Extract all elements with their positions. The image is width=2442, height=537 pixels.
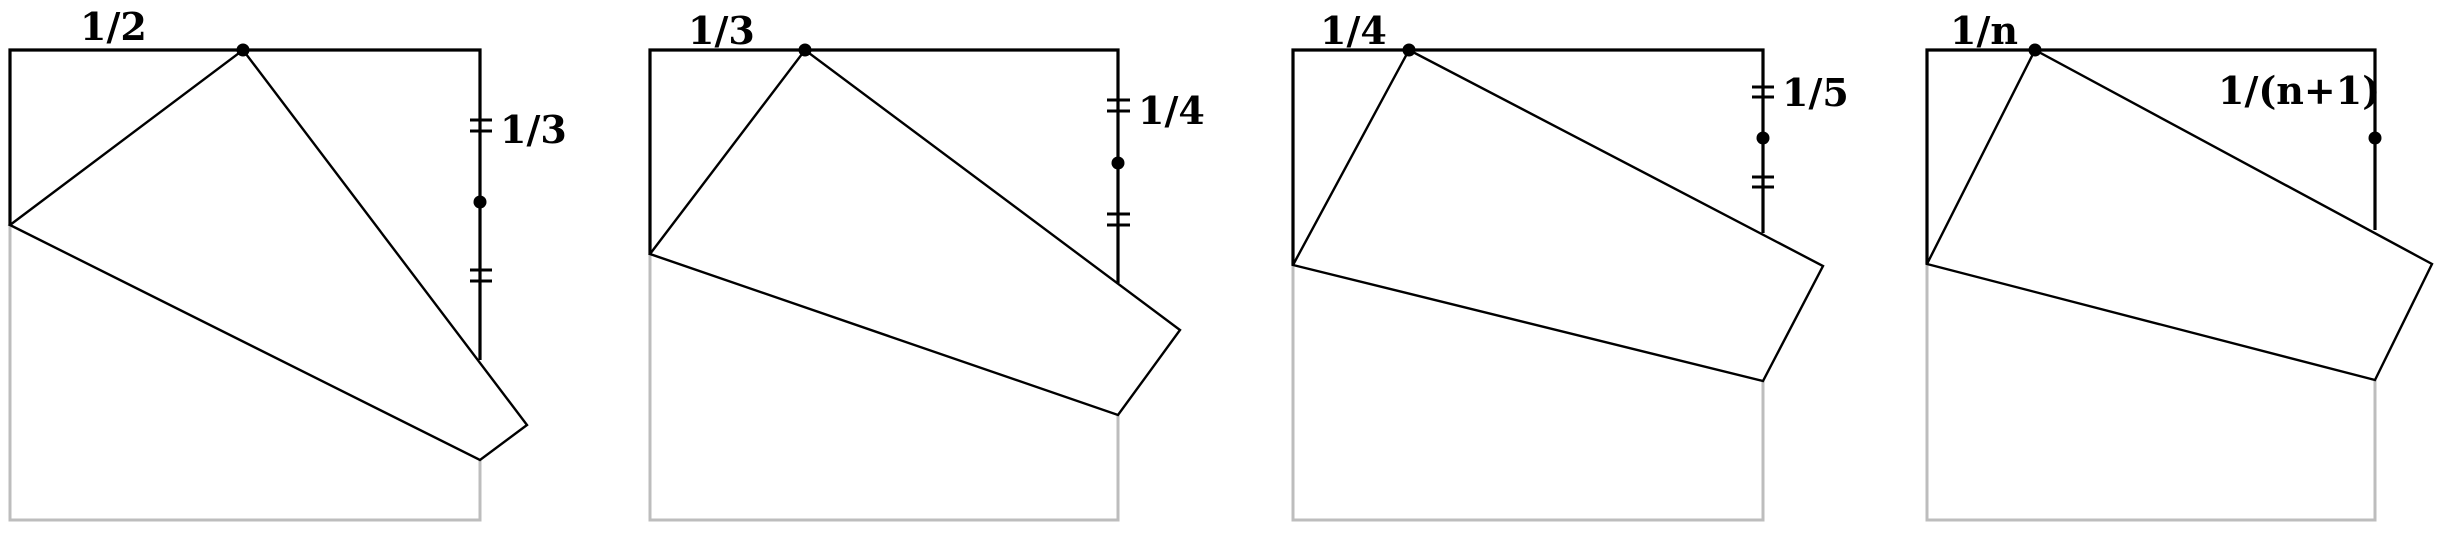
panel-3: 1/4 1/5 — [1291, 8, 1849, 522]
side-point — [473, 195, 487, 209]
unfolded-square-outline — [8, 225, 482, 522]
side-label: 1/5 — [1782, 70, 1849, 115]
unfolded-square-outline — [1925, 264, 2377, 522]
unfolded-square-outline — [648, 254, 1120, 522]
panel-2: 1/3 1/4 — [648, 8, 1205, 522]
side-label: 1/3 — [500, 107, 567, 152]
side-label: 1/4 — [1138, 88, 1205, 133]
side-point — [1756, 131, 1770, 145]
folded-flap — [7, 48, 529, 462]
top-label: 1/3 — [688, 8, 755, 53]
top-label: 1/n — [1950, 8, 2018, 53]
square-top-and-sides — [1291, 48, 1765, 265]
top-point — [2028, 43, 2042, 57]
folded-flap — [648, 48, 1182, 417]
top-point — [236, 43, 250, 57]
top-label: 1/4 — [1320, 8, 1387, 53]
unfolded-square-outline — [1291, 265, 1765, 522]
top-point — [798, 43, 812, 57]
square-top-and-sides — [648, 48, 1120, 283]
side-label: 1/(n+1) — [2218, 68, 2380, 113]
top-label: 1/2 — [80, 4, 147, 49]
panel-1: 1/2 1/3 — [7, 4, 567, 522]
side-point — [1111, 156, 1125, 170]
side-point — [2368, 131, 2382, 145]
square-top-and-sides — [8, 48, 482, 360]
folded-flap — [1925, 48, 2434, 382]
folded-flap — [1291, 48, 1825, 383]
panel-4: 1/n 1/(n+1) — [1925, 8, 2434, 522]
top-point — [1402, 43, 1416, 57]
